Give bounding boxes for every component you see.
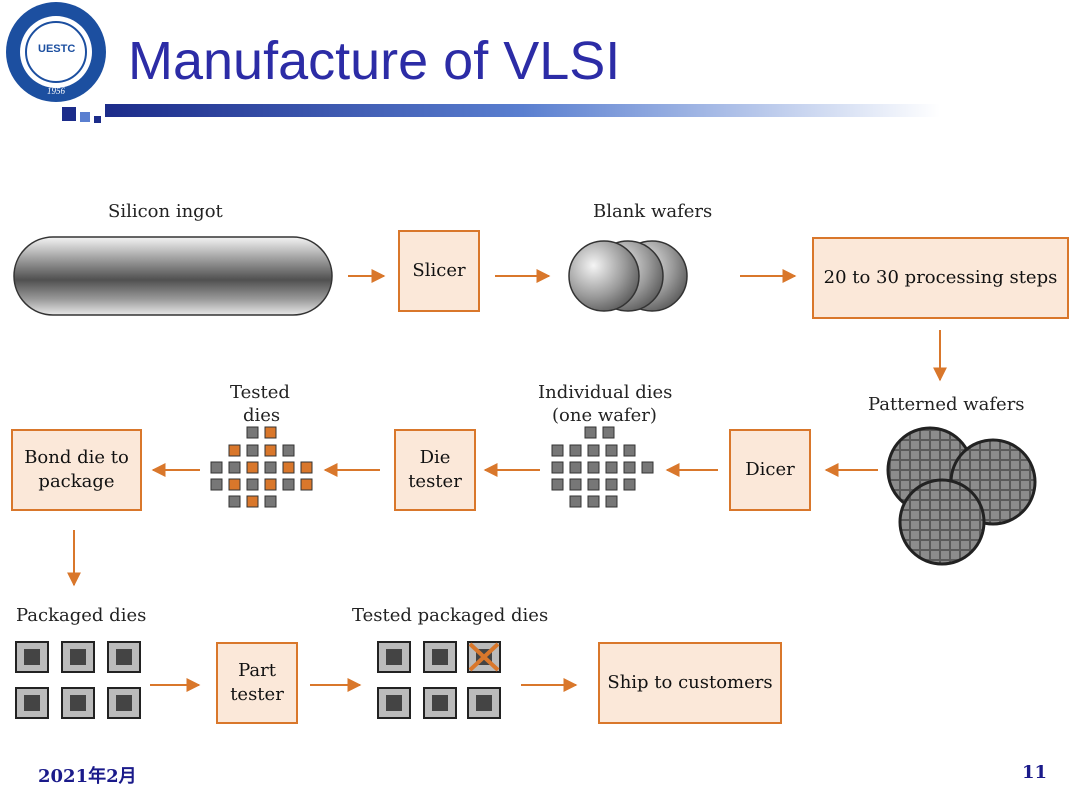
- label-silicon-ingot: Silicon ingot: [108, 201, 223, 222]
- dicer-box: Dicer: [729, 429, 811, 511]
- header-square: [94, 116, 101, 123]
- page-number: 11: [1022, 762, 1048, 783]
- processing-steps-label: 20 to 30 processing steps: [823, 267, 1058, 288]
- logo-year: 1956: [47, 86, 65, 96]
- label-tested-dies-sub: dies: [243, 405, 281, 426]
- die-tester-label-1: Die: [419, 447, 451, 468]
- header-bar: [105, 104, 940, 117]
- dicer-label: Dicer: [745, 459, 795, 480]
- label-blank-wafers: Blank wafers: [593, 201, 713, 222]
- label-tested-packaged-dies: Tested packaged dies: [352, 605, 549, 626]
- slide-title: Manufacture of VLSI: [128, 31, 621, 91]
- footer-date: 2021年2月: [38, 766, 137, 787]
- ship-to-customers-box: Ship to customers: [598, 642, 782, 724]
- flow-arrows: [67, 269, 947, 692]
- uestc-logo: [6, 2, 106, 102]
- silicon-ingot-image: [13, 236, 333, 316]
- die-tester-label-2: tester: [408, 471, 462, 492]
- blank-wafers-image: [568, 240, 688, 312]
- processing-steps-box: 20 to 30 processing steps: [812, 237, 1069, 319]
- patterned-wafers-image: [886, 426, 1037, 566]
- slicer-box: Slicer: [398, 230, 480, 312]
- tested-dies-image: [210, 426, 313, 508]
- label-individual-dies-sub: (one wafer): [552, 405, 657, 426]
- part-tester-box: Part tester: [216, 642, 298, 724]
- bond-die-label-2: package: [38, 471, 115, 492]
- die-tester-box: Die tester: [394, 429, 476, 511]
- label-packaged-dies: Packaged dies: [16, 605, 147, 626]
- tested-packaged-dies-image: [377, 641, 501, 719]
- individual-dies-image: [551, 426, 654, 508]
- label-patterned-wafers: Patterned wafers: [868, 394, 1025, 415]
- header-square: [80, 112, 90, 122]
- packaged-dies-image: [15, 641, 141, 719]
- label-tested-dies: Tested: [230, 382, 290, 403]
- header-square: [62, 107, 76, 121]
- logo-text: UESTC: [38, 43, 76, 55]
- part-tester-label-2: tester: [230, 684, 284, 705]
- bond-die-label-1: Bond die to: [24, 447, 129, 468]
- slicer-label: Slicer: [412, 260, 466, 281]
- part-tester-label-1: Part: [238, 660, 276, 681]
- label-individual-dies: Individual dies: [538, 382, 673, 403]
- bond-die-box: Bond die to package: [11, 429, 142, 511]
- ship-to-customers-label: Ship to customers: [607, 672, 773, 693]
